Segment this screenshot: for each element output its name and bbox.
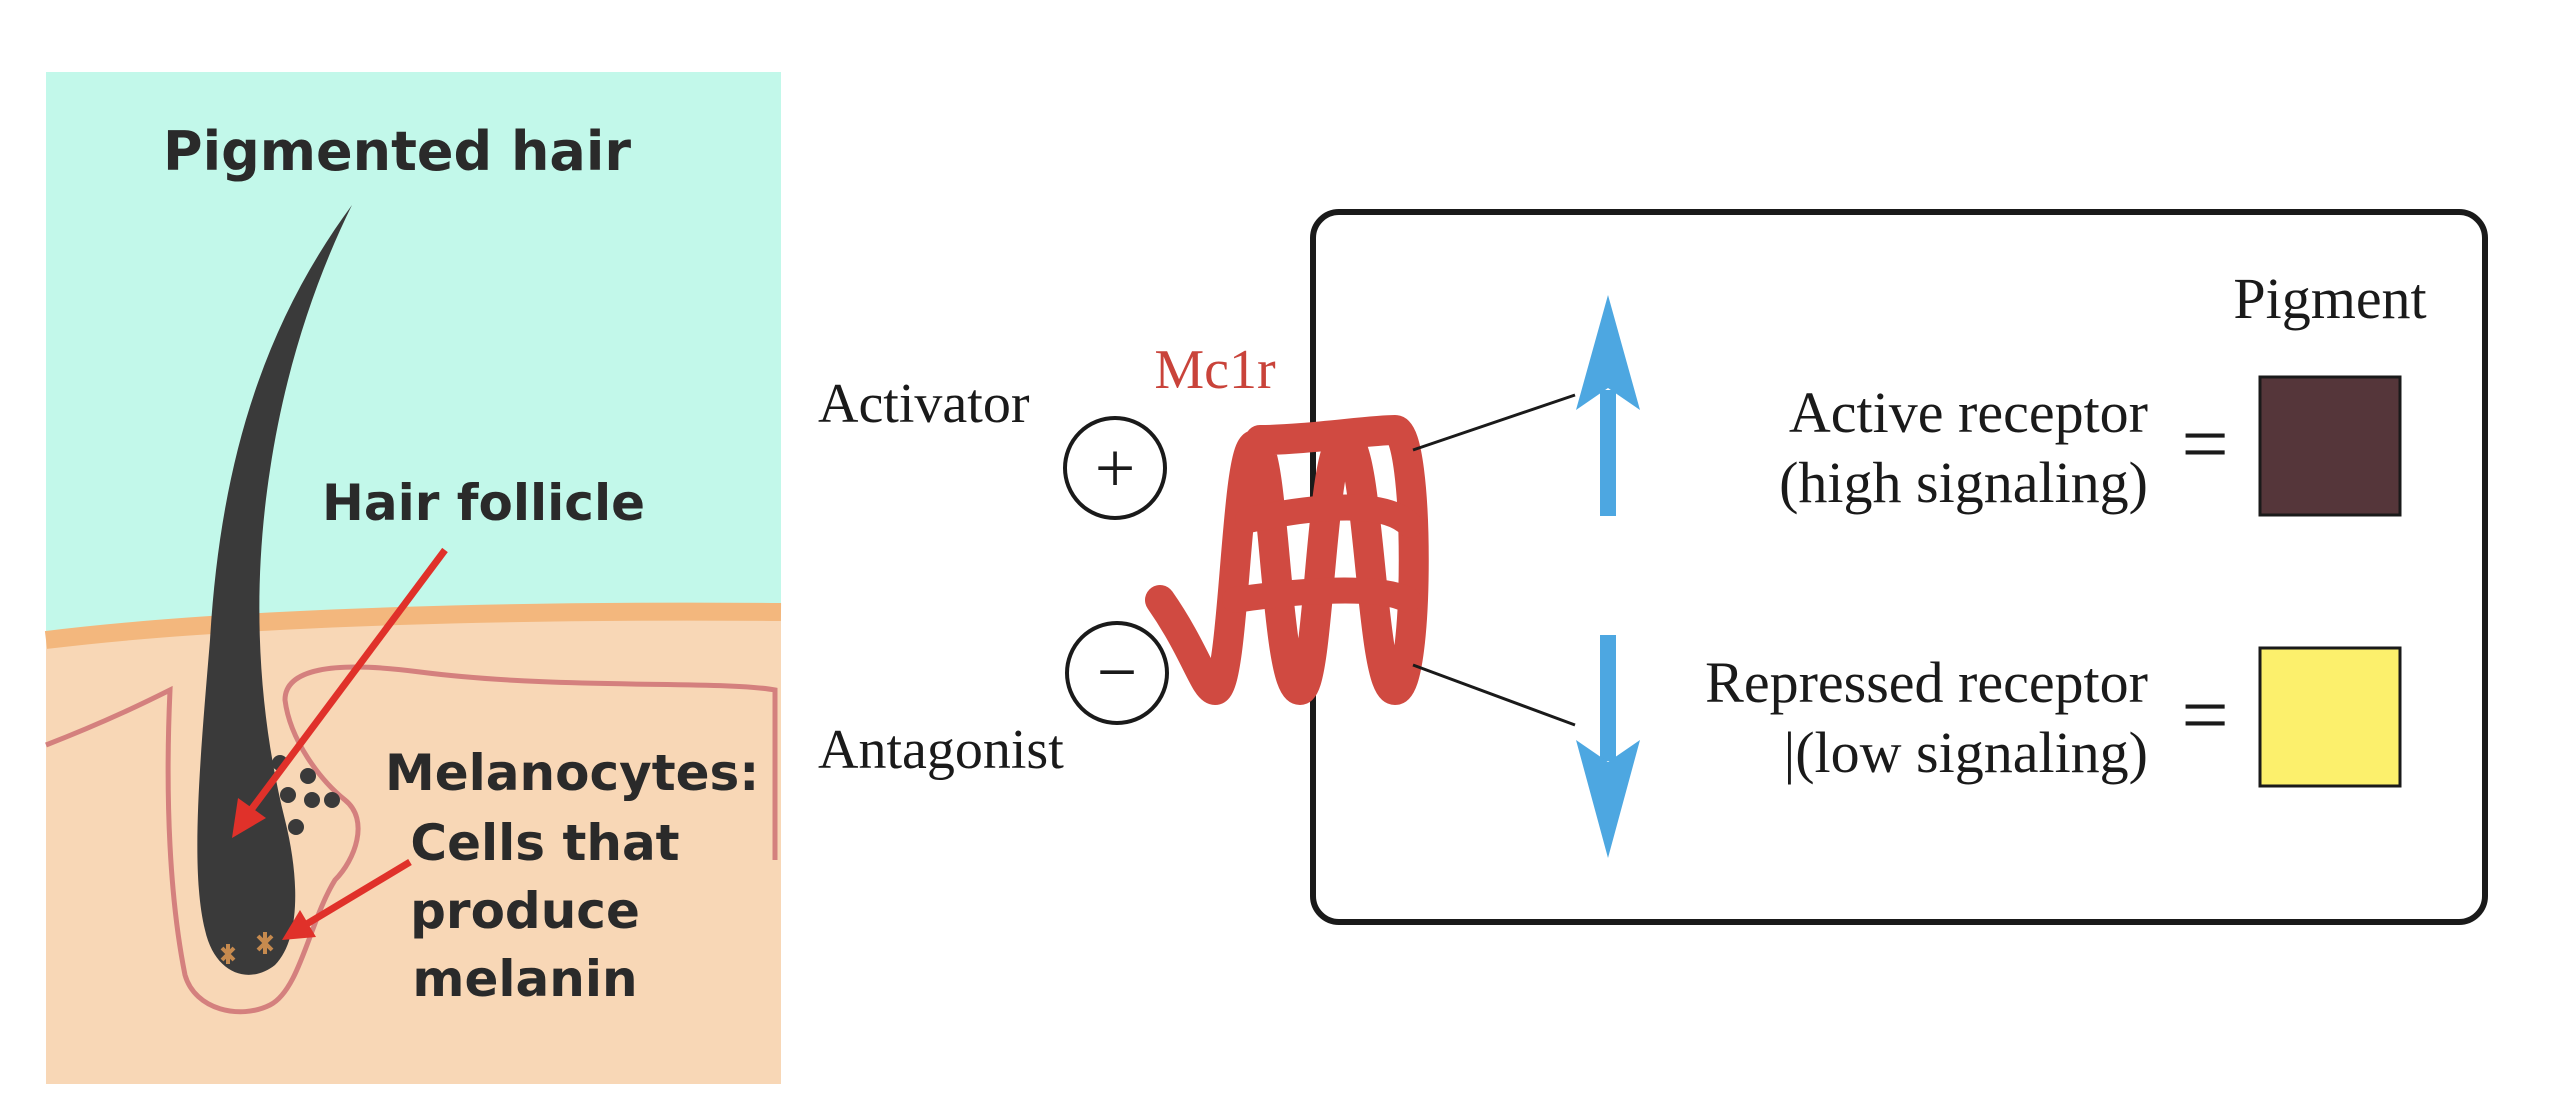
pigmented-hair-title: Pigmented hair — [163, 120, 631, 183]
yellow-pigment-swatch — [2258, 646, 2402, 788]
down-arrow-icon — [1576, 635, 1640, 858]
mc1r-receptor-loops — [1222, 494, 1423, 613]
hair-follicle-panel: Pigmented hair Hair follicle Melanocytes… — [44, 72, 782, 1084]
svg-text:−: − — [1097, 632, 1138, 712]
follicle-outline — [45, 664, 778, 1015]
pigment-header: Pigment — [2233, 266, 2426, 331]
active-equals-sign: = — [2181, 398, 2228, 491]
repressed-equals-sign: = — [2181, 669, 2228, 762]
activator-plus-icon: + — [1063, 416, 1167, 520]
antagonist-minus-icon: − — [1065, 621, 1169, 725]
melanocyte-dots — [272, 755, 340, 835]
active-receptor-label: Active receptor — [1789, 380, 2148, 445]
melanocytes-desc-line-1: Cells that — [410, 814, 679, 872]
active-connector-line — [1412, 393, 1576, 452]
skin-surface-line — [44, 602, 782, 649]
up-arrow-icon — [1576, 295, 1640, 516]
activator-label: Activator — [818, 373, 1030, 435]
mc1r-label: Mc1r — [1154, 339, 1276, 401]
repressed-receptor-sublabel: |(low signaling) — [1784, 720, 2148, 785]
hair-shaft — [197, 205, 352, 975]
melanocytes-desc-line-2: produce — [410, 882, 640, 940]
melanocytes-desc-line-3: melanin — [412, 950, 637, 1008]
active-receptor-sublabel: (high signaling) — [1779, 450, 2148, 515]
repressed-receptor-label: Repressed receptor — [1705, 650, 2148, 715]
melanocytes-pointer — [282, 858, 412, 940]
receptor-signaling-panel: Mc1r Activator + − Antagonist Pigment A — [818, 209, 2488, 925]
melanin-granules — [220, 932, 274, 964]
antagonist-label: Antagonist — [818, 719, 1064, 781]
hair-follicle-pointer — [232, 547, 448, 838]
repressed-connector-line — [1412, 663, 1576, 727]
svg-text:+: + — [1095, 428, 1136, 508]
melanocytes-label: Melanocytes: — [385, 744, 759, 802]
mc1r-receptor-coil — [1145, 415, 1429, 705]
hair-follicle-label: Hair follicle — [322, 474, 645, 532]
dark-pigment-swatch — [2258, 375, 2402, 517]
